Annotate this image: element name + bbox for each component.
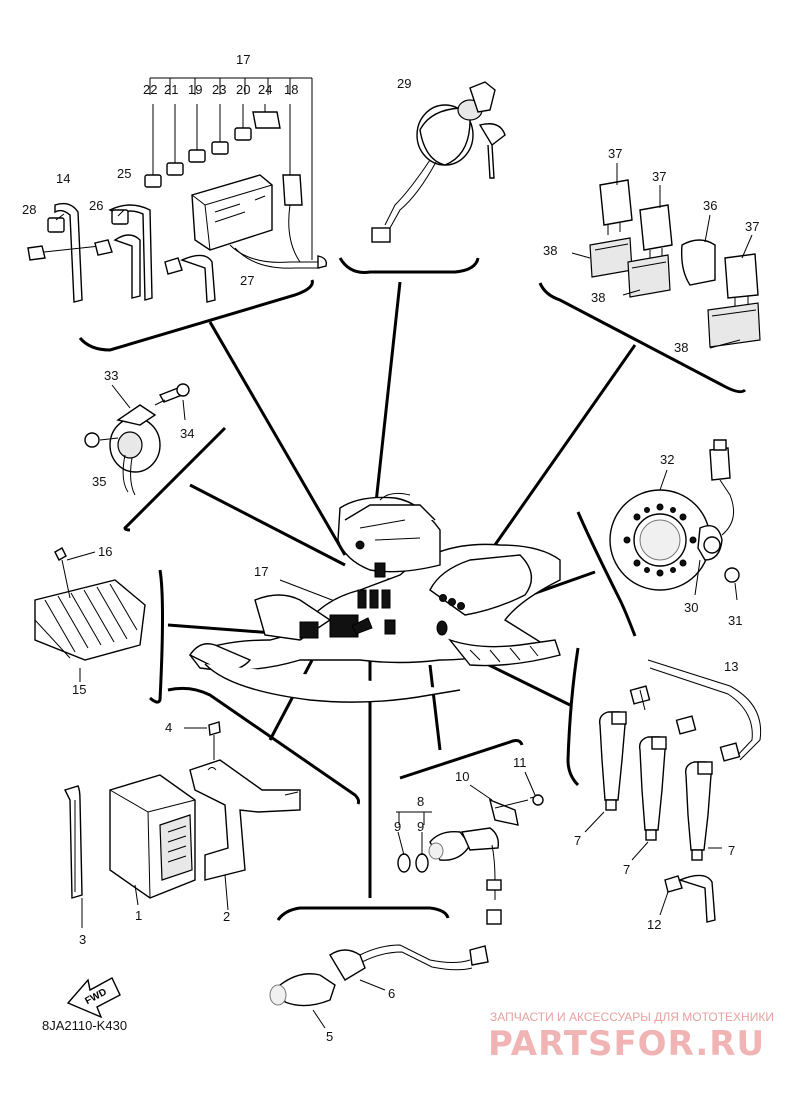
- part-number-8: 8: [417, 794, 424, 809]
- part-number-5: 5: [326, 1029, 333, 1044]
- part-number-15: 15: [72, 682, 86, 697]
- diagram-code: 8JA2110-K430: [42, 1018, 127, 1033]
- watermark: ЗАПЧАСТИ И АКСЕССУАРЫ ДЛЯ МОТОТЕХНИКИ PA…: [488, 1010, 774, 1064]
- part-number-38-b: 38: [591, 290, 605, 305]
- ignition-coil-group: [584, 659, 762, 923]
- watermark-caption: ЗАПЧАСТИ И АКСЕССУАРЫ ДЛЯ МОТОТЕХНИКИ: [490, 1010, 774, 1024]
- part-number-38-c: 38: [674, 340, 688, 355]
- part-number-22: 22: [143, 82, 157, 97]
- part-number-4: 4: [165, 720, 172, 735]
- part-number-26: 26: [89, 198, 103, 213]
- relay-group: [571, 163, 761, 349]
- part-number-33: 33: [104, 368, 118, 383]
- fuse-box-group: [27, 77, 328, 303]
- part-number-24: 24: [258, 82, 272, 97]
- part-number-34: 34: [180, 426, 194, 441]
- part-number-30: 30: [684, 600, 698, 615]
- part-number-11: 11: [513, 755, 527, 770]
- part-number-2: 2: [223, 909, 230, 924]
- part-number-25: 25: [117, 166, 131, 181]
- part-number-14: 14: [56, 171, 70, 186]
- part-number-32: 32: [660, 452, 674, 467]
- part-number-3: 3: [79, 932, 86, 947]
- part-number-12: 12: [647, 917, 661, 932]
- watermark-brand: PARTSFOR.RU: [488, 1024, 765, 1064]
- part-number-35: 35: [92, 474, 106, 489]
- rectifier-regulator-group: [34, 547, 146, 682]
- part-number-17-b: 17: [254, 564, 268, 579]
- part-number-17: 17: [236, 52, 250, 67]
- fwd-arrow-icon: FWD: [66, 977, 121, 1019]
- part-number-1: 1: [135, 908, 142, 923]
- horn-group: [84, 383, 190, 496]
- part-number-10: 10: [455, 769, 469, 784]
- part-number-36: 36: [703, 198, 717, 213]
- part-number-7-a: 7: [574, 833, 581, 848]
- main-switch-group: [371, 81, 506, 243]
- part-number-37-a: 37: [608, 146, 622, 161]
- part-number-9-a: 9: [394, 819, 401, 834]
- part-numbers: 17 22 21 19 23 20 24 18 14 25 28 26 27 2…: [22, 52, 759, 1044]
- part-number-37-b: 37: [652, 169, 666, 184]
- part-number-31: 31: [728, 613, 742, 628]
- part-number-37-c: 37: [745, 219, 759, 234]
- part-number-16: 16: [98, 544, 112, 559]
- ecu-group: [64, 721, 301, 928]
- part-number-7-c: 7: [728, 843, 735, 858]
- part-number-7-b: 7: [623, 862, 630, 877]
- group-frames: [78, 257, 747, 921]
- part-number-29: 29: [397, 76, 411, 91]
- part-number-28: 28: [22, 202, 36, 217]
- part-number-38-a: 38: [543, 243, 557, 258]
- sensor-group: [269, 771, 544, 1029]
- part-number-13: 13: [724, 659, 738, 674]
- snowmobile-center-illustration: [188, 492, 561, 703]
- part-number-9-b: 9: [417, 819, 424, 834]
- part-number-6: 6: [388, 986, 395, 1001]
- part-number-21: 21: [164, 82, 178, 97]
- part-number-20: 20: [236, 82, 250, 97]
- pickup-coil-group: [609, 439, 740, 601]
- part-number-23: 23: [212, 82, 226, 97]
- part-number-18: 18: [284, 82, 298, 97]
- part-number-19: 19: [188, 82, 202, 97]
- part-number-27: 27: [240, 273, 254, 288]
